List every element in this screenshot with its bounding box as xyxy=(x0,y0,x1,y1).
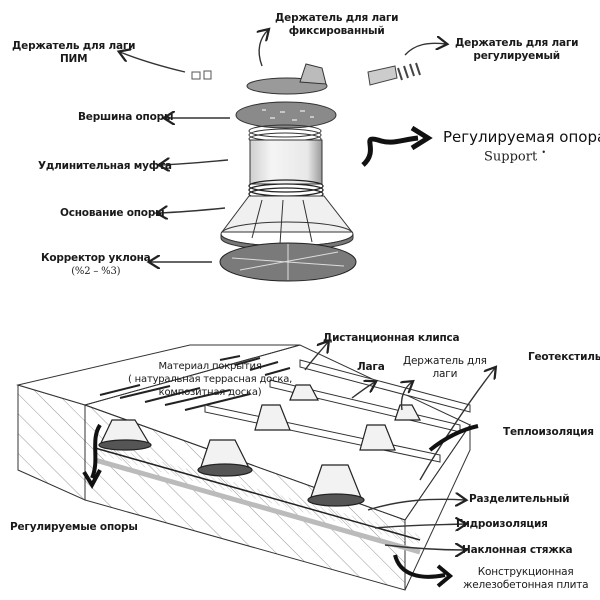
label-line: Корректор уклона xyxy=(41,252,151,264)
label-waterproofing: Гидроизоляция xyxy=(456,518,548,530)
label-covering-material: Материал покрытия ( натуральная террасна… xyxy=(128,360,292,399)
label-spacer-clip: Дистанционная клипса xyxy=(323,332,460,344)
label-slope-corrector: Корректор уклона (%2 – %3) xyxy=(41,252,151,278)
adjustable-supports-arrow xyxy=(90,423,102,479)
label-adjustable-supports: Регулируемые опоры xyxy=(10,521,138,533)
extension-coupling-body xyxy=(249,139,323,185)
label-support-base: Основание опоры xyxy=(60,207,165,219)
label-holder-adjustable: Держатель для лаги регулируемый xyxy=(455,37,579,63)
label-separating-layer: Разделительный xyxy=(469,493,570,505)
label-geotextile: Геотекстиль xyxy=(528,351,600,363)
label-joist-holder: Держатель для лаги xyxy=(403,355,487,381)
pedestal-supports xyxy=(98,384,421,507)
thermal-insulation-arrow xyxy=(428,424,479,452)
subtitle-mark: • xyxy=(541,148,547,157)
fixed-holder-fin xyxy=(299,63,327,85)
label-line: регулируемый xyxy=(473,50,560,62)
label-joist: Лага xyxy=(357,361,385,373)
label-line: ( натуральная террасная доска, xyxy=(128,374,293,385)
label-line: фиксированный xyxy=(288,25,385,37)
top-leader-arrows xyxy=(120,30,446,262)
adjustable-holder-part xyxy=(367,62,421,86)
label-line: Держатель для лаги xyxy=(12,40,136,52)
label-line: Держатель для xyxy=(403,355,487,367)
label-line: Конструкционная xyxy=(477,566,574,578)
label-line: Держатель для лаги xyxy=(455,37,579,49)
pedestal-support-drawing xyxy=(191,62,421,282)
label-thermal-insulation: Теплоизоляция xyxy=(503,426,594,438)
label-concrete-slab: Конструкционная железобетонная плита xyxy=(463,566,589,592)
label-sloped-screed: Наклонная стяжка xyxy=(462,544,573,556)
label-support-top: Вершина опоры xyxy=(78,111,174,123)
deck-section-drawing xyxy=(16,344,471,591)
label-line: композитная доска) xyxy=(158,387,262,398)
diagram-title: Регулируемая опора xyxy=(443,128,600,146)
support-base-cone xyxy=(221,195,354,233)
label-holder-fixed: Держатель для лаги фиксированный xyxy=(275,12,399,38)
concrete-slab-arrow xyxy=(393,554,446,579)
label-line: Держатель для лаги xyxy=(275,12,399,24)
bottom-leader-arrows xyxy=(304,342,495,550)
pim-holder-part xyxy=(191,70,212,80)
label-line: ПИМ xyxy=(59,53,88,65)
diagram-subtitle: Support • xyxy=(484,148,546,164)
curly-arrow xyxy=(361,135,419,167)
subtitle-text: Support xyxy=(484,149,538,165)
label-line: лаги xyxy=(432,368,458,380)
label-line: Материал покрытия xyxy=(158,361,262,372)
label-line: железобетонная плита xyxy=(463,579,589,591)
support-top-plate xyxy=(235,101,337,129)
label-extension-coupling: Удлинительная муфта xyxy=(38,160,172,172)
label-holder-pim: Держатель для лаги ПИМ xyxy=(12,40,136,66)
slope-range: (%2 – %3) xyxy=(71,266,121,277)
